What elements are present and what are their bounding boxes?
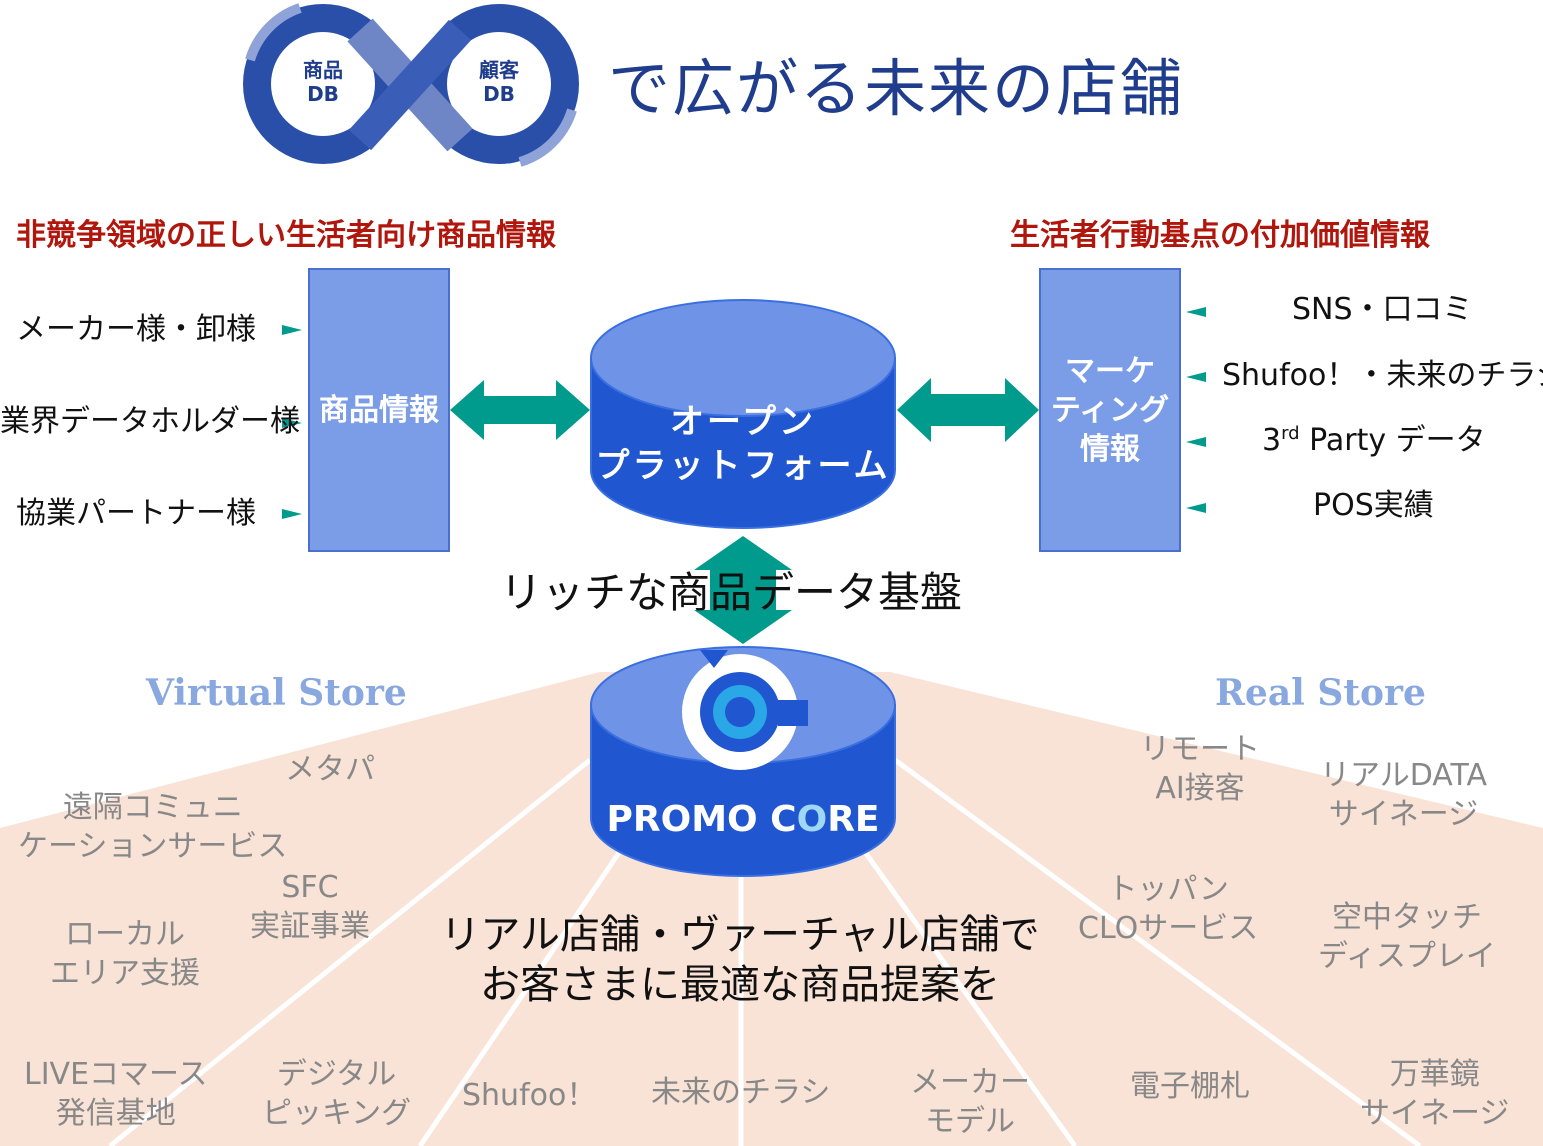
real-item-shelf-tag: 電子棚札 [1130,1069,1250,1104]
right-source-arrowheads [1186,307,1206,513]
infinity-db-logo [243,3,579,167]
bottom-caption: リアル店舗・ヴァーチャル店舗で お客さまに最適な商品提案を [440,912,1040,1008]
arrow-left-double [450,380,590,440]
page-title: で広がる未来の店舗 [608,52,1185,125]
real-item-maker-model: メーカー モデル [910,1065,1030,1139]
right-heading: 生活者行動基点の付加価値情報 [1010,218,1430,253]
virtual-store-heading: Virtual Store [146,672,407,714]
real-item-kaleidoscope: 万華鏡 サイネージ [1360,1057,1510,1131]
rd-num: 3 [1262,423,1282,458]
right-source-pos: POS実績 [1313,488,1434,523]
virtual-item-picking: デジタル ピッキング [262,1057,412,1131]
logo-label-customer-db: 顧客 DB [479,58,519,106]
store-fan-area [0,672,1543,1146]
right-source-shufoo: Shufoo！・未来のチラシ [1222,358,1543,393]
open-platform-cylinder [590,299,896,529]
left-source-holder: 業界データホルダー様 [0,404,300,439]
promo-core-label: PROMO CORE [593,798,893,841]
rich-data-label: リッチな商品データ基盤 [500,568,963,617]
fan-rays [108,757,1422,1146]
arrow-right-double [897,378,1039,442]
virtual-item-sfc: SFC 実証事業 [250,870,370,944]
right-source-3rd-party: 3rd Party データ [1262,423,1486,459]
promo-core-o: O [796,799,828,840]
left-source-arrowheads [282,325,302,519]
promo-core-cylinder [590,646,896,877]
real-item-air-touch: 空中タッチ ディスプレイ [1318,900,1496,974]
virtual-item-local: ローカル エリア支援 [50,917,200,991]
real-item-remote-ai: リモート AI接客 [1140,732,1260,806]
open-platform-label: オープン プラットフォーム [595,402,891,487]
promo-core-re: RE [827,799,880,840]
right-source-sns: SNS・口コミ [1292,292,1473,327]
virtual-item-shufoo: Shufoo！ [462,1078,597,1113]
logo-label-product-db: 商品 DB [303,58,343,106]
promo-core-text: PROMO C [606,799,797,840]
arrow-vertical-double [694,536,792,644]
virtual-item-live: LIVEコマース 発信基地 [24,1057,208,1131]
virtual-item-mirai: 未来のチラシ [651,1075,831,1110]
product-info-box: 商品情報 [308,268,450,552]
marketing-info-box: マーケ ティング 情報 [1039,268,1181,552]
left-source-partner: 協業パートナー様 [16,496,256,531]
virtual-item-metapa: メタパ [285,752,375,787]
left-source-maker: メーカー様・卸様 [16,312,256,347]
rd-rest: Party データ [1299,423,1486,458]
real-item-clo: トッパン CLOサービス [1078,872,1259,946]
promo-core-logo-mark [682,650,808,770]
left-heading: 非競争領域の正しい生活者向け商品情報 [16,218,556,253]
real-item-real-data: リアルDATA サイネージ [1320,758,1487,832]
real-store-heading: Real Store [1215,672,1426,714]
rd-sup: rd [1281,423,1300,444]
virtual-item-remote-comm: 遠隔コミュニ ケーションサービス [18,790,288,864]
